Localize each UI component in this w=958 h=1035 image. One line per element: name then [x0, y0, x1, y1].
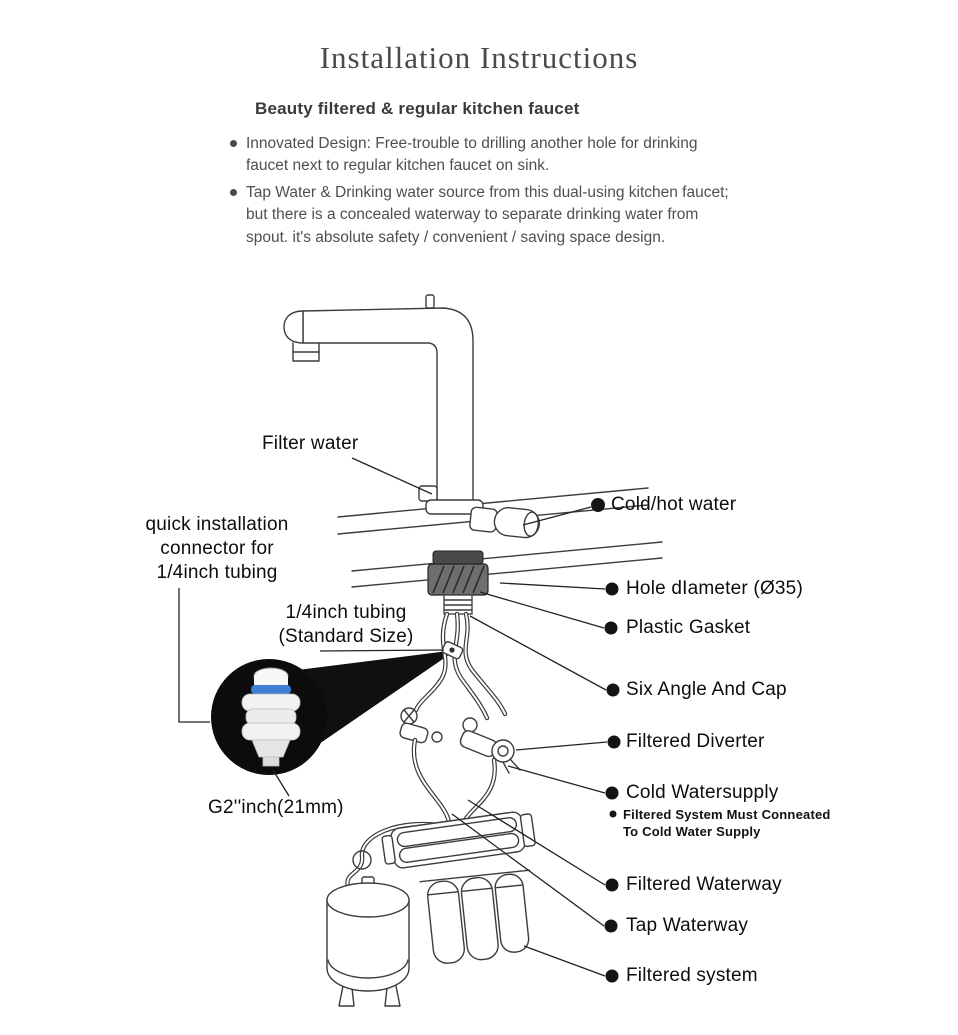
- mounting-hardware: [427, 550, 489, 615]
- callout-circle: [211, 659, 327, 775]
- label-filtered-diverter: Filtered Diverter: [626, 731, 765, 752]
- filter-inlet-stub-shape: [418, 485, 438, 502]
- label-filtered-waterway: Filtered Waterway: [626, 874, 782, 895]
- threaded-shank-shape: [443, 594, 473, 615]
- note-line: Filtered System Must Conneated: [623, 807, 831, 822]
- label-line: 1/4inch tubing: [156, 561, 278, 583]
- label-tubing: 1/4inch tubing (Standard Size): [262, 601, 430, 649]
- plastic-gasket-shape: [432, 550, 484, 565]
- bullet-text: Tap Water & Drinking water source from t…: [246, 183, 729, 246]
- label-filter-water: Filter water: [262, 433, 359, 454]
- faucet-handle: [469, 506, 540, 539]
- set-pin-shape: [425, 294, 435, 309]
- label-hole-diameter: Hole dIameter (Ø35): [626, 578, 803, 599]
- callout-wedge: [250, 650, 456, 768]
- bullet-icon: [230, 188, 237, 196]
- filter-membrane-unit: [381, 811, 536, 869]
- page-title: Installation Instructions: [319, 40, 639, 75]
- label-cold-watersupply: Cold Watersupply: [626, 782, 779, 803]
- note-bullet: [609, 810, 617, 818]
- list-item: Tap Water & Drinking water source from t…: [230, 182, 735, 249]
- cold-supply-note: Filtered System Must Conneated To Cold W…: [623, 807, 831, 841]
- note-line: To Cold Water Supply: [623, 823, 761, 839]
- filter-water-leader: [351, 457, 433, 495]
- six-angle-nut-shape: [427, 563, 489, 596]
- label-line: (Standard Size): [278, 625, 414, 647]
- label-line: 1/4inch tubing: [285, 602, 407, 623]
- connector-thread-shape: [262, 756, 280, 767]
- label-line: quick installation: [145, 514, 289, 535]
- detail-callout: [211, 650, 456, 775]
- label-tap-waterway: Tap Waterway: [626, 915, 749, 936]
- bullet-icon: [230, 140, 237, 147]
- bullet-text: Innovated Design: Free-trouble to drilli…: [246, 135, 698, 175]
- inline-quick-connector-shape: [441, 641, 464, 660]
- spout-tip-shape: [283, 310, 304, 344]
- label-quick-connector: quick installation connector for 1/4inch…: [118, 513, 316, 584]
- label-six-angle-cap: Six Angle And Cap: [626, 679, 787, 700]
- g2-leader: [272, 769, 290, 797]
- list-item: Innovated Design: Free-trouble to drilli…: [230, 133, 735, 178]
- faucet: [283, 294, 540, 539]
- label-line: connector for: [160, 537, 274, 559]
- product-subtitle: Beauty filtered & regular kitchen faucet: [255, 99, 580, 118]
- label-cold-hot-water: Cold/hot water: [611, 494, 737, 515]
- collet-ring: [251, 685, 291, 694]
- cold-hot-bullet: [591, 498, 605, 512]
- filter-cartridges: [419, 869, 531, 964]
- label-plastic-gasket: Plastic Gasket: [626, 617, 751, 638]
- down-tubes: [345, 737, 497, 889]
- right-diverter: [459, 717, 521, 774]
- left-diverter: [399, 707, 443, 744]
- label-g2-thread: G2''inch(21mm): [208, 797, 344, 818]
- base-collar-shape: [425, 499, 484, 515]
- tubing-leader: [319, 649, 445, 652]
- feature-list: Innovated Design: Free-trouble to drilli…: [230, 133, 735, 253]
- storage-tank: [326, 876, 410, 1007]
- label-filtered-system: Filtered system: [626, 965, 758, 986]
- quick-connector-leader: [178, 588, 210, 723]
